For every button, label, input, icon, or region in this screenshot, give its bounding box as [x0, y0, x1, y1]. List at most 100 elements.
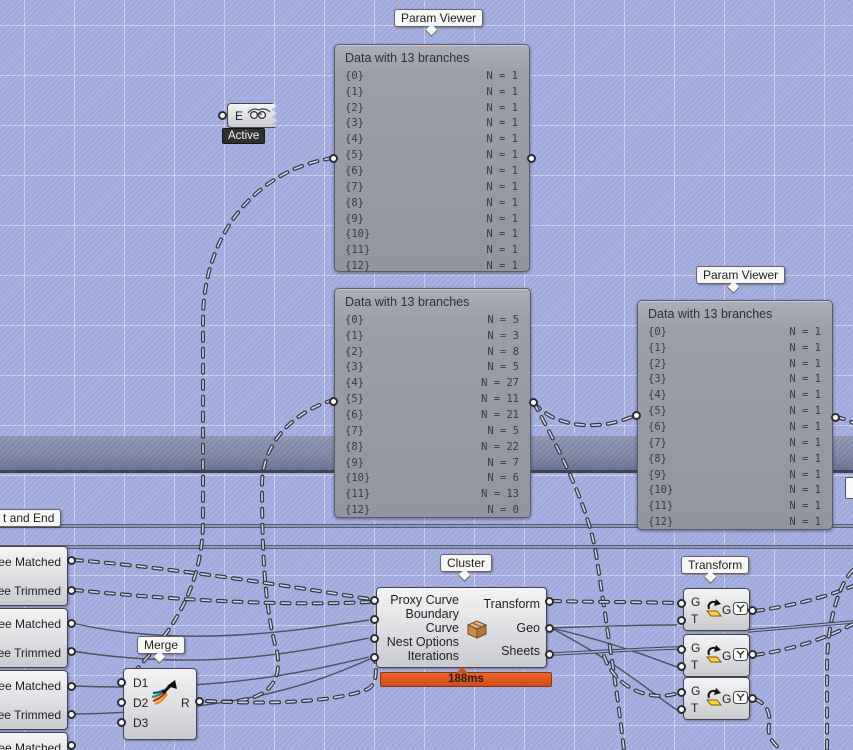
input-grip[interactable]: [117, 718, 126, 727]
output-grip[interactable]: [67, 647, 76, 656]
cluster-label: Cluster: [440, 554, 493, 572]
cluster-output: Sheets: [501, 644, 540, 658]
branch-row: {11}N = 1: [335, 242, 529, 258]
output-label: ree Trimmed: [0, 584, 61, 598]
branch-row: {6}N = 21: [335, 407, 530, 423]
branch-row: {5}N = 1: [638, 403, 832, 419]
output-grip[interactable]: [67, 586, 76, 595]
branch-count: N = 1: [486, 180, 518, 193]
input-grip[interactable]: [218, 111, 227, 120]
branch-path: {4}: [648, 389, 667, 402]
branch-row: {0}N = 1: [638, 324, 832, 340]
branch-count: N = 7: [487, 456, 519, 469]
input-grip[interactable]: [677, 645, 686, 654]
output-grip[interactable]: [67, 556, 76, 565]
branch-row: {4}N = 1: [638, 387, 832, 403]
badge-notch: [456, 667, 468, 673]
param-viewer-label: Param Viewer: [394, 9, 484, 27]
branch-row: {6}N = 1: [638, 419, 832, 435]
graft-icon[interactable]: [733, 648, 748, 666]
output-grip[interactable]: [545, 597, 554, 606]
branch-count: N = 13: [481, 488, 519, 501]
branch-row: {8} N = 1: [638, 451, 832, 467]
branch-path: {4}: [345, 377, 364, 390]
input-grip[interactable]: [117, 678, 126, 687]
graft-icon[interactable]: [733, 602, 748, 620]
branch-row: {12}N = 0: [335, 502, 530, 518]
output-grip[interactable]: [195, 697, 204, 706]
branch-count: N = 5: [487, 361, 519, 374]
branch-count: N = 3: [487, 329, 519, 342]
output-grip[interactable]: [67, 710, 76, 719]
transform-component[interactable]: G T G: [683, 634, 750, 677]
output-grip[interactable]: [545, 650, 554, 659]
input-grip[interactable]: [677, 662, 686, 671]
panel-header: Data with 13 branches: [345, 51, 470, 65]
merge-input-d2: D2: [133, 696, 149, 710]
output-grip[interactable]: [748, 606, 757, 615]
transform-component[interactable]: G T G: [683, 677, 750, 720]
branch-path: {11}: [345, 488, 371, 501]
input-grip[interactable]: [677, 599, 686, 608]
input-grip[interactable]: [370, 615, 379, 624]
output-grip[interactable]: [748, 650, 757, 659]
branch-path: {9}: [345, 456, 364, 469]
graft-icon[interactable]: [733, 691, 748, 709]
param-viewer-label: Param Viewer: [696, 266, 786, 284]
branch-count: N = 1: [486, 164, 518, 177]
output-grip[interactable]: [831, 413, 840, 422]
partial-component[interactable]: [845, 477, 853, 499]
transform-component[interactable]: G T G: [683, 588, 750, 631]
viewer-component[interactable]: E: [227, 103, 278, 128]
branch-count: N = 1: [486, 212, 518, 225]
branch-row: {11}N = 1: [638, 498, 832, 514]
output-grip[interactable]: [529, 398, 538, 407]
branch-path: {8}: [648, 452, 667, 465]
panel-rows: {0}N = 5{1}N = 3{2}N = 8{3}N = 5{4}N = 2…: [335, 312, 530, 518]
branch-count: N = 1: [486, 228, 518, 241]
output-grip[interactable]: [527, 154, 536, 163]
branch-path: {2}: [345, 345, 364, 358]
param-viewer-panel-right[interactable]: Data with 13 branches {0}N = 1{1}N = 1{2…: [637, 300, 833, 530]
runtime-badge: 188ms: [380, 667, 552, 687]
input-grip[interactable]: [677, 688, 686, 697]
branch-path: {10}: [345, 228, 371, 241]
param-viewer-panel-middle[interactable]: Data with 13 branches {0}N = 5{1}N = 3{2…: [334, 288, 531, 518]
branch-count: N = 1: [789, 341, 821, 354]
branch-path: {3}: [345, 117, 364, 130]
output-grip[interactable]: [545, 624, 554, 633]
output-label: ree Matched: [0, 741, 61, 750]
input-grip[interactable]: [677, 705, 686, 714]
output-grip[interactable]: [67, 741, 76, 750]
transform-input-g: G: [691, 684, 701, 698]
merge-component[interactable]: D1 D2 D3 R: [123, 668, 197, 740]
output-grip[interactable]: [67, 619, 76, 628]
input-grip[interactable]: [329, 154, 338, 163]
branch-row: {7}N = 5: [335, 423, 530, 439]
branch-path: {3}: [648, 373, 667, 386]
output-grip[interactable]: [748, 694, 757, 703]
input-grip[interactable]: [329, 397, 338, 406]
input-grip[interactable]: [677, 616, 686, 625]
input-grip[interactable]: [370, 634, 379, 643]
branch-row: {4}N = 1: [335, 131, 529, 147]
input-grip[interactable]: [632, 411, 641, 420]
input-grip[interactable]: [117, 698, 126, 707]
branch-count: N = 1: [789, 468, 821, 481]
branch-row: {1}N = 1: [335, 84, 529, 100]
branch-path: {0}: [648, 325, 667, 338]
branch-path: {7}: [345, 424, 364, 437]
tree-component[interactable]: ree Matched: [0, 732, 68, 750]
input-grip[interactable]: [370, 653, 379, 662]
merge-label: Merge: [137, 636, 186, 654]
branch-count: N = 1: [789, 452, 821, 465]
input-grip[interactable]: [370, 596, 379, 605]
transform-input-t: T: [691, 658, 699, 672]
param-viewer-panel-top[interactable]: Data with 13 branches {0}N = 1{1}N = 1{2…: [334, 44, 530, 272]
output-grip[interactable]: [67, 682, 76, 691]
cluster-component[interactable]: Proxy Curve Boundary Curve Nest Options …: [376, 587, 547, 668]
